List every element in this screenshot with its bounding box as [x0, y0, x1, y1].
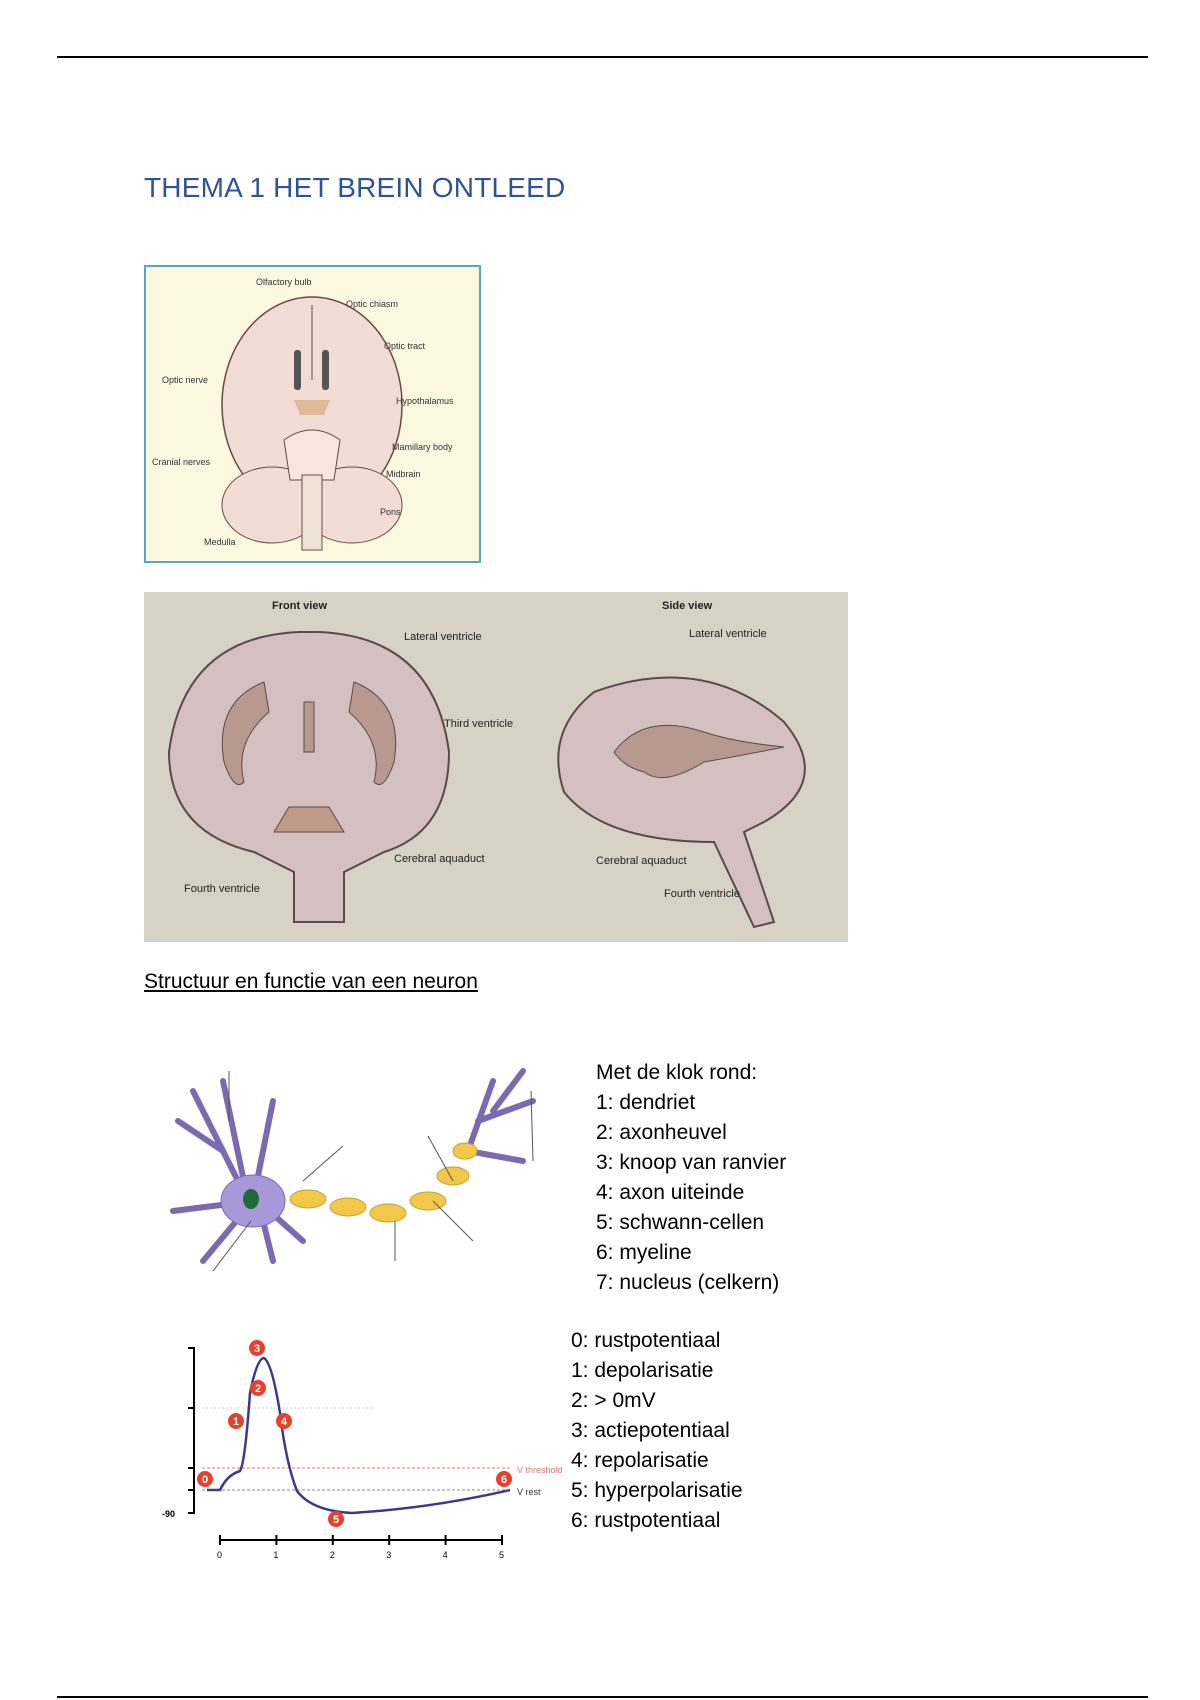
phase-marker-label: 6	[501, 1474, 507, 1486]
x-tick-label: 5	[499, 1550, 504, 1560]
phase-marker-label: 1	[233, 1416, 239, 1428]
header-rule	[57, 56, 1148, 58]
neuron-legend-item: 4: axon uiteinde	[596, 1181, 745, 1204]
label-optic-tract: Optic tract	[384, 341, 426, 351]
x-tick-label: 0	[217, 1550, 222, 1560]
ap-legend-item: 2: > 0mV	[571, 1389, 656, 1412]
neuron-legend-item: 1: dendriet	[596, 1091, 696, 1114]
label-optic-nerve: Optic nerve	[162, 375, 208, 385]
neuron-legend-intro: Met de klok rond:	[596, 1061, 758, 1084]
ap-legend-item: 0: rustpotentiaal	[571, 1329, 721, 1352]
ap-legend-item: 1: depolarisatie	[571, 1359, 714, 1382]
phase-marker-label: 5	[333, 1514, 339, 1526]
neuron-legend-item: 5: schwann-cellen	[596, 1211, 765, 1234]
label-mamillary-body: Mamillary body	[392, 442, 453, 452]
side-view-title: Side view	[662, 600, 713, 612]
ap-legend-item: 5: hyperpolarisatie	[571, 1479, 743, 1502]
x-tick-label: 2	[330, 1550, 335, 1560]
x-tick-label: 3	[386, 1550, 391, 1560]
neuron-figure	[170, 1068, 536, 1272]
page-title: THEMA 1 HET BREIN ONTLEED	[144, 172, 566, 203]
phase-marker-label: 3	[254, 1343, 260, 1355]
rest-label: V rest	[517, 1487, 541, 1497]
phase-marker	[249, 1340, 265, 1356]
potential-curve	[207, 1356, 511, 1515]
front-label-fourth-ventricle: Fourth ventricle	[184, 883, 260, 895]
phase-marker	[328, 1511, 344, 1527]
y-axis-label: -90	[162, 1509, 175, 1519]
side-label-lateral-ventricle: Lateral ventricle	[689, 628, 767, 640]
side-label-fourth-ventricle: Fourth ventricle	[664, 888, 740, 900]
ap-legend-item: 6: rustpotentiaal	[571, 1509, 721, 1532]
phase-marker	[197, 1471, 213, 1487]
ap-legend: 0: rustpotentiaal 1: depolarisatie 2: > …	[571, 1326, 743, 1536]
front-view-title: Front view	[272, 600, 327, 612]
threshold-label: V threshold	[517, 1465, 562, 1475]
phase-marker	[276, 1413, 292, 1429]
label-optic-chiasm: Optic chiasm	[346, 299, 398, 309]
label-hypothalamus: Hypothalamus	[396, 396, 454, 406]
label-cranial-nerves: Cranial nerves	[152, 457, 211, 467]
neuron-legend-item: 2: axonheuvel	[596, 1121, 727, 1144]
front-label-cerebral-aquaduct: Cerebral aquaduct	[394, 853, 485, 865]
phase-marker	[228, 1413, 244, 1429]
ventricles-figure: Front view Side view Lateral ventricle T…	[144, 592, 848, 942]
section-heading: Structuur en functie van een neuron	[144, 970, 478, 993]
neuron-legend-item: 6: myeline	[596, 1241, 692, 1264]
ap-legend-item: 4: repolarisatie	[571, 1449, 709, 1472]
label-midbrain: Midbrain	[386, 469, 421, 479]
front-label-third-ventricle: Third ventricle	[444, 718, 513, 730]
side-label-cerebral-aquaduct: Cerebral aquaduct	[596, 855, 687, 867]
label-pons: Pons	[380, 507, 401, 517]
x-tick-label: 4	[443, 1550, 448, 1560]
x-tick-label: 1	[273, 1550, 278, 1560]
neuron-legend-item: 3: knoop van ranvier	[596, 1151, 787, 1174]
neuron-legend: Met de klok rond: 1: dendriet 2: axonheu…	[596, 1058, 786, 1298]
front-label-lateral-ventricle: Lateral ventricle	[404, 631, 482, 643]
label-medulla: Medulla	[204, 537, 236, 547]
phase-marker-label: 0	[202, 1474, 208, 1486]
ap-legend-item: 3: actiepotentiaal	[571, 1419, 730, 1442]
action-potential-graph: 0 1 2 3 4 5 -90 V threshold V rest 0 1 2 3 4 5 6	[162, 1340, 562, 1560]
label-olfactory-bulb: Olfactory bulb	[256, 277, 312, 287]
footer-rule	[57, 1696, 1148, 1698]
phase-marker-label: 2	[255, 1383, 261, 1395]
phase-marker-label: 4	[281, 1416, 288, 1428]
phase-marker	[250, 1380, 266, 1396]
brain-underside-figure: Olfactory bulb Optic chiasm Optic tract …	[144, 265, 481, 563]
neuron-legend-item: 7: nucleus (celkern)	[596, 1271, 780, 1294]
phase-marker	[496, 1471, 512, 1487]
